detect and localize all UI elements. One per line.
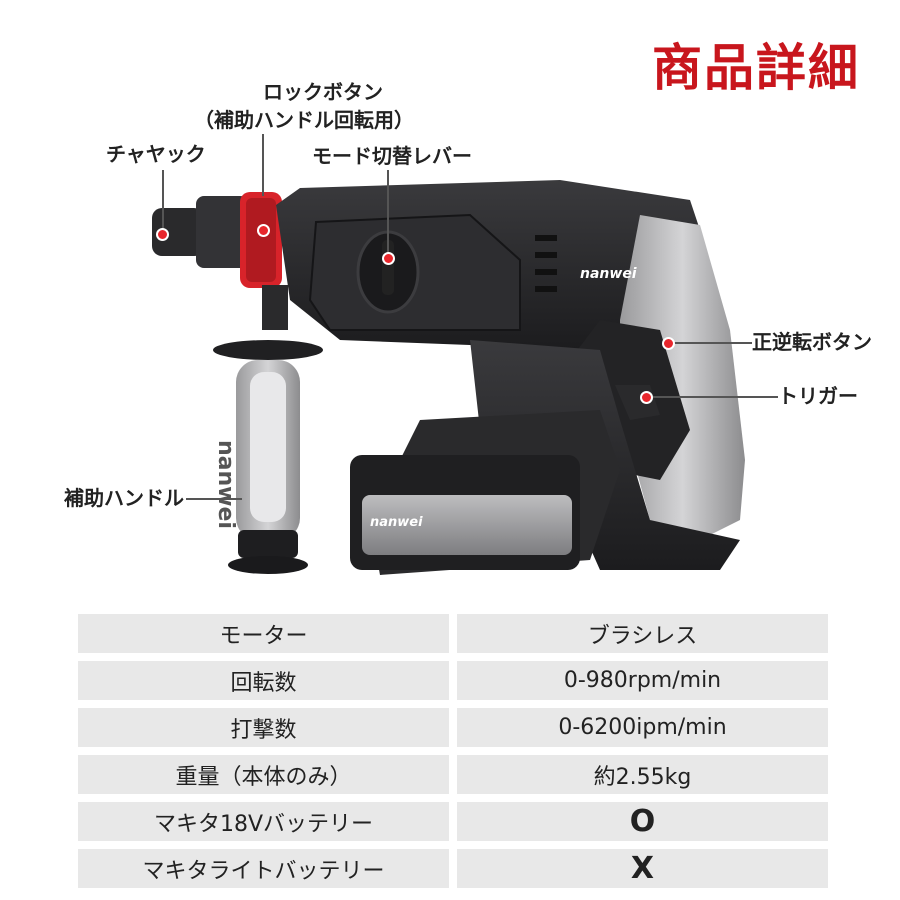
callout-lock-button-sub: （補助ハンドル回転用） — [194, 108, 414, 132]
spec-value: 約2.55kg — [457, 755, 828, 794]
leader-aux-handle — [186, 498, 242, 500]
spec-row-impact: 打撃数 0-6200ipm/min — [78, 708, 828, 747]
marker-lock-button — [257, 224, 270, 237]
callout-trigger: トリガー — [778, 384, 858, 408]
spec-label: マキタライトバッテリー — [78, 849, 449, 888]
spec-label: 打撃数 — [78, 708, 449, 747]
marker-trigger — [640, 391, 653, 404]
leader-lock-button — [262, 134, 264, 196]
spec-value: 0-6200ipm/min — [457, 708, 828, 747]
brand-logo-battery: nanwei — [370, 515, 423, 530]
brand-logo-body: nanwei — [580, 266, 637, 282]
spec-row-makita-18v: マキタ18Vバッテリー O — [78, 802, 828, 841]
spec-value-compatible: O — [457, 802, 828, 841]
leader-mode-lever — [387, 170, 389, 254]
rotary-hammer-image — [152, 180, 745, 575]
callout-lock-button-label: ロックボタン — [263, 80, 383, 104]
spec-label: マキタ18Vバッテリー — [78, 802, 449, 841]
leader-trigger — [650, 396, 778, 398]
spec-row-weight: 重量（本体のみ） 約2.55kg — [78, 755, 828, 794]
callout-lock-button: ロックボタン （補助ハンドル回転用） — [194, 78, 414, 134]
spec-label: モーター — [78, 614, 449, 653]
marker-reverse-button — [662, 337, 675, 350]
leader-reverse-button — [672, 342, 752, 344]
marker-mode-lever — [382, 252, 395, 265]
spec-label: 回転数 — [78, 661, 449, 700]
callout-aux-handle: 補助ハンドル — [64, 486, 184, 510]
page-title: 商品詳細 — [652, 39, 860, 97]
spec-label: 重量（本体のみ） — [78, 755, 449, 794]
spec-table: モーター ブラシレス 回転数 0-980rpm/min 打撃数 0-6200ip… — [78, 614, 828, 896]
spec-row-rpm: 回転数 0-980rpm/min — [78, 661, 828, 700]
spec-row-makita-lite: マキタライトバッテリー X — [78, 849, 828, 888]
callout-chuck: チャヤック — [106, 142, 206, 166]
brand-logo-handle: nanwei — [213, 440, 238, 529]
callout-reverse-button: 正逆転ボタン — [752, 330, 872, 354]
spec-value-incompatible: X — [457, 849, 828, 888]
spec-value: 0-980rpm/min — [457, 661, 828, 700]
marker-chuck — [156, 228, 169, 241]
spec-row-motor: モーター ブラシレス — [78, 614, 828, 653]
leader-chuck — [162, 170, 164, 228]
spec-value: ブラシレス — [457, 614, 828, 653]
callout-mode-lever: モード切替レバー — [312, 144, 472, 168]
